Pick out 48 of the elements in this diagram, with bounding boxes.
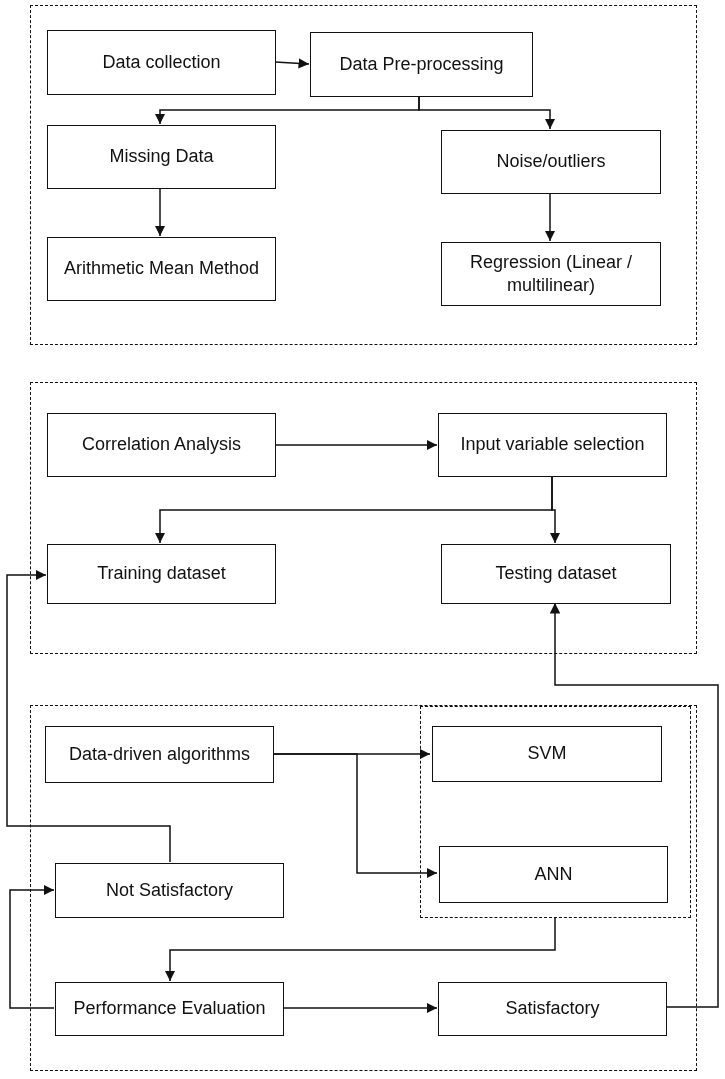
process-box bbox=[438, 982, 667, 1036]
process-box bbox=[441, 242, 661, 306]
box-label: Data Pre-processing bbox=[338, 52, 505, 76]
box-label: Noise/outliers bbox=[495, 150, 607, 174]
dashed-group-box bbox=[30, 705, 697, 1071]
process-box bbox=[441, 544, 671, 604]
box-label: Data collection bbox=[101, 50, 222, 74]
box-label: Arithmetic Mean Method bbox=[62, 257, 261, 281]
box-label: ANN bbox=[533, 862, 574, 886]
box-label: Testing dataset bbox=[494, 562, 618, 586]
process-box bbox=[432, 726, 662, 782]
dashed-group-box bbox=[420, 706, 691, 918]
process-box bbox=[47, 237, 276, 301]
arrow bbox=[9, 884, 55, 1009]
arrow bbox=[272, 753, 438, 879]
arrow bbox=[274, 439, 438, 451]
process-box bbox=[47, 413, 276, 477]
process-box bbox=[55, 982, 284, 1036]
arrow bbox=[274, 58, 310, 69]
arrow bbox=[549, 602, 719, 1008]
arrow bbox=[6, 569, 171, 863]
box-label: SVM bbox=[526, 742, 568, 766]
process-box bbox=[45, 726, 274, 783]
box-label: Missing Data bbox=[108, 145, 215, 169]
box-label: Training dataset bbox=[96, 562, 227, 586]
arrow bbox=[549, 475, 561, 544]
process-box bbox=[310, 32, 533, 97]
box-label: Regression (Linear / multilinear) bbox=[468, 250, 634, 297]
process-box bbox=[439, 846, 668, 903]
arrow bbox=[164, 916, 556, 982]
process-box bbox=[47, 125, 276, 189]
arrow bbox=[418, 95, 556, 130]
box-label: Not Satisfactory bbox=[104, 878, 234, 902]
process-box bbox=[47, 30, 276, 95]
box-label: Performance Evaluation bbox=[72, 997, 267, 1021]
arrow bbox=[544, 192, 556, 242]
arrow bbox=[154, 187, 166, 237]
process-box bbox=[441, 130, 661, 194]
box-label: Satisfactory bbox=[504, 997, 601, 1021]
box-label: Input variable selection bbox=[459, 433, 646, 457]
dashed-group-box bbox=[30, 5, 697, 345]
process-box bbox=[438, 413, 667, 477]
process-box bbox=[47, 544, 276, 604]
box-label: Correlation Analysis bbox=[80, 433, 243, 457]
arrow bbox=[282, 1002, 438, 1014]
box-label: Data-driven algorithms bbox=[67, 742, 252, 766]
process-box bbox=[55, 863, 284, 918]
dashed-group-box bbox=[30, 382, 697, 654]
